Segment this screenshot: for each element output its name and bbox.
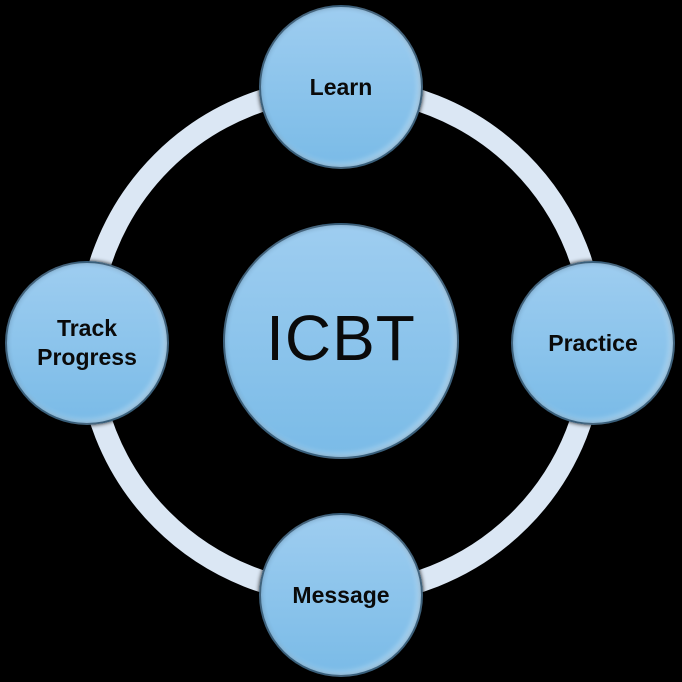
node-track-progress: Track Progress — [5, 261, 169, 425]
node-practice: Practice — [511, 261, 675, 425]
center-node-label: ICBT — [266, 302, 416, 374]
node-learn-label: Learn — [309, 73, 373, 100]
node-message-label: Message — [292, 581, 390, 608]
node-message: Message — [259, 513, 423, 677]
center-node-icbt: ICBT — [223, 223, 459, 459]
node-learn: Learn — [259, 5, 423, 169]
node-track-progress-label: Track Progress — [37, 315, 137, 370]
node-practice-label: Practice — [548, 329, 638, 356]
